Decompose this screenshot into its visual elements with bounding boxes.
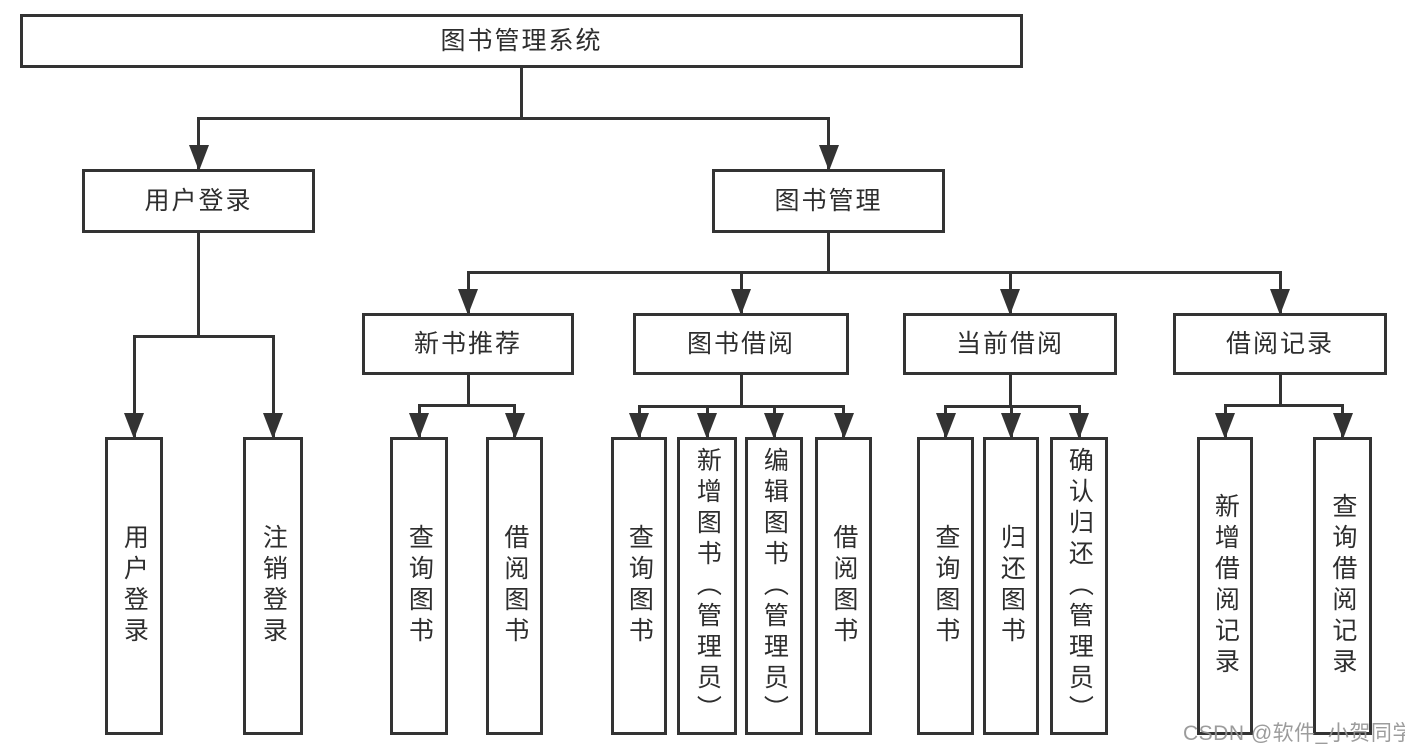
node-label: 新增借阅记录 <box>1211 493 1240 679</box>
edge-drop-line <box>197 118 200 169</box>
node-label: 新书推荐 <box>413 329 522 358</box>
arrow-head-icon <box>188 145 209 171</box>
arrow-head-icon <box>935 413 956 439</box>
edge-trunk-line <box>520 66 523 120</box>
node-label: 图书借阅 <box>686 329 795 358</box>
edge-drop-line <box>827 118 830 169</box>
node-label: 查询图书 <box>405 524 434 648</box>
node-logout-leaf: 注销登录 <box>243 437 303 735</box>
arrow-head-icon <box>731 289 751 315</box>
node-label: 归还图书 <box>997 524 1026 648</box>
node-library-management-system: 图书管理系统 <box>20 14 1023 68</box>
arrow-head-icon <box>1069 413 1089 439</box>
csdn-watermark: CSDN @软件_小贺同学 <box>1183 722 1405 745</box>
edge-branch-line <box>466 270 1282 274</box>
node-user-login: 用户登录 <box>82 169 315 233</box>
node-label: 新增图书（管理员） <box>693 446 722 726</box>
arrow-head-icon <box>697 413 717 439</box>
arrow-head-icon <box>124 413 144 439</box>
arrow-head-icon <box>1332 413 1353 439</box>
arrow-head-icon <box>818 145 839 171</box>
edge-trunk-line <box>197 231 200 338</box>
arrow-head-icon <box>1270 289 1290 315</box>
node-query-borrow-record: 查询借阅记录 <box>1313 437 1372 735</box>
arrow-head-icon <box>764 413 784 439</box>
edge-trunk-line <box>1278 373 1282 407</box>
node-label: 确认归还（管理员） <box>1065 446 1094 726</box>
node-query-books-borrow: 查询图书 <box>611 437 667 735</box>
arrow-head-icon <box>1000 289 1020 315</box>
edge-branch-line <box>1223 403 1344 407</box>
node-label: 图书管理 <box>774 186 883 215</box>
node-label: 查询借阅记录 <box>1328 493 1357 679</box>
node-label: 用户登录 <box>120 524 149 648</box>
node-label: 借阅图书 <box>500 524 529 648</box>
edge-trunk-line <box>466 373 470 407</box>
node-edit-books-admin: 编辑图书（管理员） <box>745 437 803 735</box>
node-new-book-recommendation: 新书推荐 <box>362 313 574 375</box>
arrow-head-icon <box>1001 413 1021 439</box>
node-label: 查询图书 <box>625 524 654 648</box>
node-confirm-return-admin: 确认归还（管理员） <box>1050 437 1108 735</box>
node-add-books-admin: 新增图书（管理员） <box>677 437 737 735</box>
edge-branch-line <box>197 116 830 120</box>
node-label: 用户登录 <box>144 186 253 215</box>
arrow-head-icon <box>409 413 429 439</box>
node-label: 编辑图书（管理员） <box>760 446 789 726</box>
node-label: 图书管理系统 <box>440 26 603 55</box>
node-label: 查询图书 <box>931 524 960 648</box>
node-borrow-books-leaf: 借阅图书 <box>815 437 872 735</box>
edge-trunk-line <box>1008 373 1012 408</box>
node-query-books-current: 查询图书 <box>917 437 974 735</box>
edge-branch-line <box>417 403 516 407</box>
edge-branch-line <box>637 404 845 408</box>
node-return-books: 归还图书 <box>983 437 1039 735</box>
node-book-borrowing: 图书借阅 <box>633 313 849 375</box>
node-borrow-books-recommend: 借阅图书 <box>486 437 543 735</box>
arrow-head-icon <box>1215 413 1235 439</box>
arrow-head-icon <box>833 413 854 439</box>
edge-drop-line <box>271 336 275 437</box>
arrow-head-icon <box>458 289 478 315</box>
node-label: 当前借阅 <box>955 329 1064 358</box>
node-book-management: 图书管理 <box>712 169 945 233</box>
edge-drop-line <box>132 336 136 437</box>
arrow-head-icon <box>629 413 649 439</box>
node-user-login-leaf: 用户登录 <box>105 437 163 735</box>
edge-trunk-line <box>827 231 830 274</box>
node-borrowing-records: 借阅记录 <box>1173 313 1387 375</box>
node-label: 注销登录 <box>259 524 288 648</box>
edge-branch-line <box>132 334 275 338</box>
node-label: 借阅记录 <box>1225 329 1334 358</box>
arrow-head-icon <box>263 413 283 439</box>
node-current-borrowing: 当前借阅 <box>903 313 1117 375</box>
arrow-head-icon <box>504 413 525 439</box>
node-query-books-recommend: 查询图书 <box>390 437 448 735</box>
node-label: 借阅图书 <box>829 524 858 648</box>
edge-trunk-line <box>739 373 743 408</box>
node-add-borrow-record: 新增借阅记录 <box>1197 437 1253 735</box>
